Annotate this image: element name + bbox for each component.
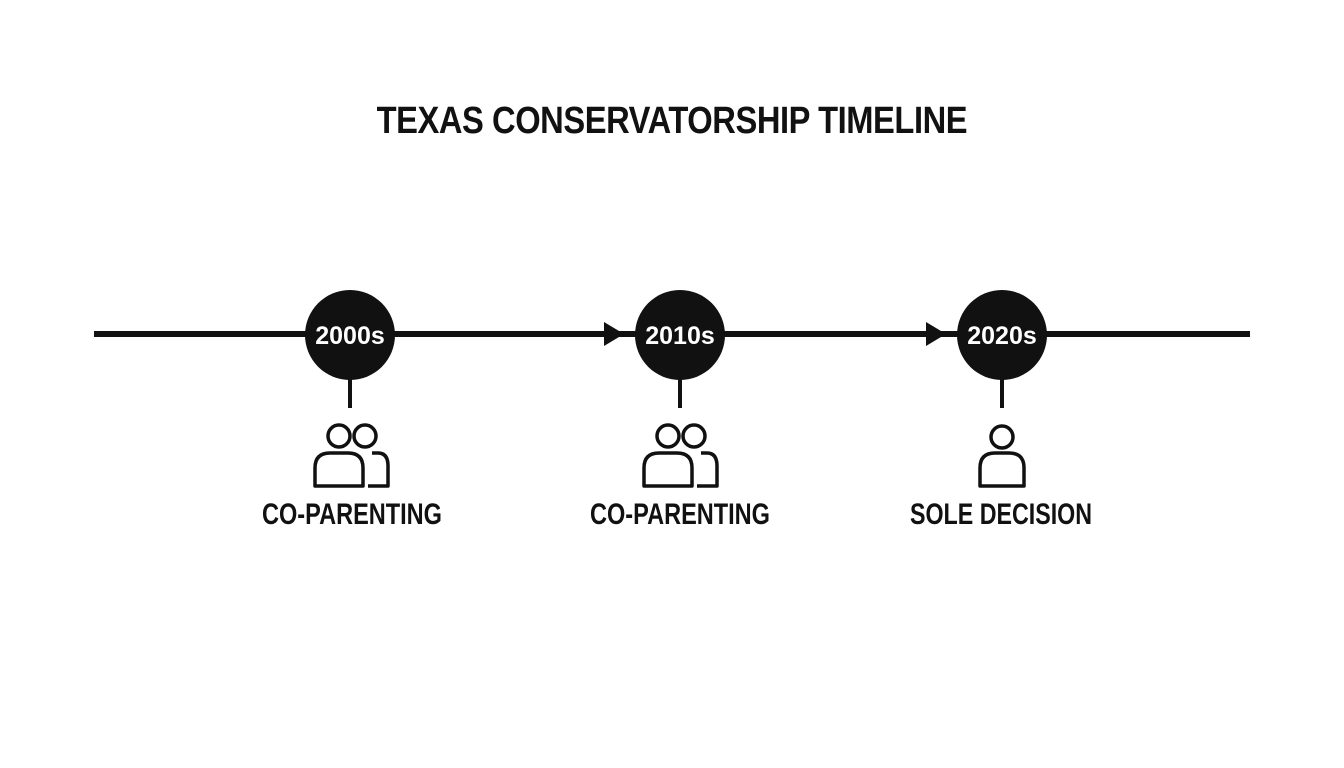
two-people-icon — [313, 423, 390, 488]
event-label: SOLE DECISION — [910, 498, 1092, 531]
event-label: CO-PARENTING — [590, 498, 770, 531]
decade-node — [957, 290, 1047, 380]
decade-label: 2010s — [645, 322, 715, 350]
single-person-icon — [978, 424, 1026, 488]
arrowhead-1 — [604, 322, 624, 346]
decade-node — [635, 290, 725, 380]
milestone-2010s: 2010s CO-PARENTING — [590, 290, 770, 531]
milestone-2000s: 2000s CO-PARENTING — [262, 290, 442, 531]
decade-node — [305, 290, 395, 380]
arrowhead-2 — [926, 322, 946, 346]
decade-label: 2020s — [967, 322, 1037, 350]
milestone-2020s: 2020s SOLE DECISION — [910, 290, 1092, 531]
decade-label: 2000s — [315, 322, 385, 350]
event-label: CO-PARENTING — [262, 498, 442, 531]
two-people-icon — [642, 423, 719, 488]
page-title: TEXAS CONSERVATORSHIP TIMELINE — [376, 100, 968, 142]
